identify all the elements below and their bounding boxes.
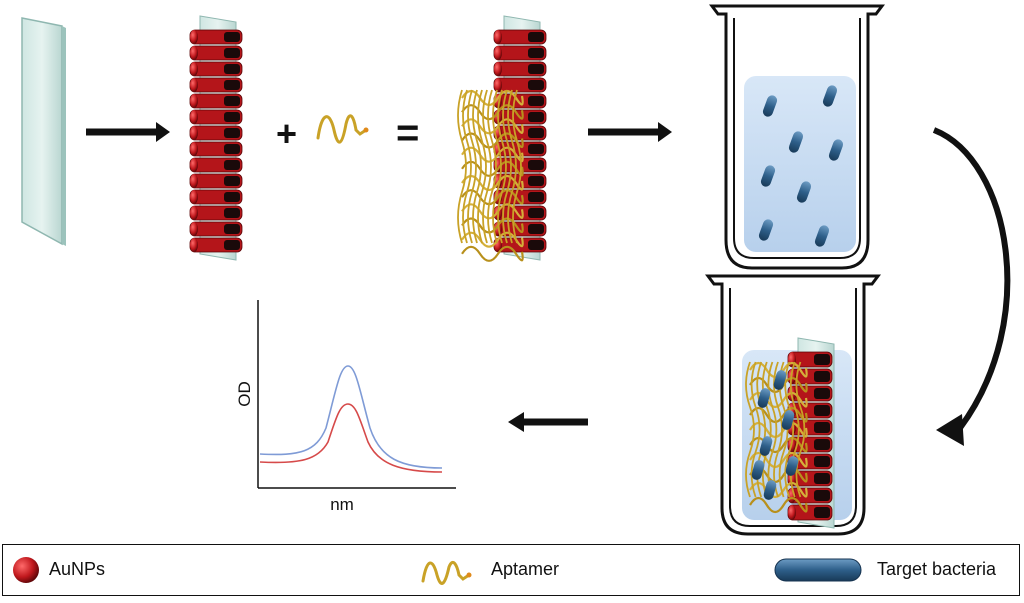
aptamer-strand — [461, 189, 524, 206]
beaker-with-slide — [705, 274, 881, 536]
aptamer-strand — [472, 89, 482, 244]
od-curve-upper — [259, 365, 443, 469]
bacteria-icon — [763, 480, 777, 500]
aunp-rod — [493, 61, 547, 77]
legend: AuNPs Aptamer Target bacteria — [2, 544, 1020, 596]
aunp-rod — [493, 93, 547, 109]
aptamer-strand — [784, 361, 795, 498]
legend-label-aptamer: Aptamer — [491, 559, 560, 579]
aptamer-strand — [507, 89, 517, 244]
aunp-rod — [189, 237, 243, 253]
gold-nanoparticle-icon — [13, 557, 39, 583]
aunp-rod — [189, 29, 243, 45]
bacteria-icon — [759, 436, 773, 456]
bacteria-icon — [785, 456, 799, 476]
arrow-right-icon — [86, 122, 170, 142]
aunp-rod — [189, 125, 243, 141]
bacteria-icon — [781, 410, 795, 430]
aunp-rod — [189, 109, 243, 125]
legend-label-target-bacteria: Target bacteria — [877, 559, 997, 579]
bacteria-icon — [760, 165, 776, 187]
bacteria-icon — [828, 139, 844, 161]
aunp-rod — [493, 77, 547, 93]
aunp-rod — [787, 419, 833, 436]
aptamer-strand — [749, 361, 808, 379]
od-curve-lower — [259, 403, 443, 473]
aptamer-icon — [421, 561, 472, 585]
aptamer-strand — [461, 245, 524, 262]
bacteria-icon — [757, 388, 771, 408]
aptamer-strand — [467, 89, 477, 244]
bacteria-icon — [758, 219, 774, 241]
aunp-rod — [189, 45, 243, 61]
equals-sign: = — [396, 111, 419, 155]
aptamer-strand — [795, 361, 806, 498]
aunp-rod — [189, 205, 243, 221]
x-axis-label: nm — [330, 495, 354, 514]
aunp-rod — [189, 77, 243, 93]
aptamer-strand — [457, 89, 467, 244]
aptamer-strand — [767, 361, 778, 498]
od-spectrum-graph: OD nm — [235, 300, 456, 514]
bacteria-icon — [788, 131, 804, 153]
aptamer-strand — [749, 481, 808, 499]
aunp-rod — [189, 173, 243, 189]
aptamer-strand — [749, 496, 808, 514]
aptamer-icon — [316, 114, 369, 144]
aptamer-strand — [487, 89, 497, 244]
bacteria-icon — [814, 225, 830, 247]
aptamer-strand — [461, 89, 524, 107]
aunp-rod — [189, 221, 243, 237]
aptamer-strand — [745, 361, 755, 498]
aunp-rod — [787, 368, 833, 385]
aptamer-strand — [497, 89, 507, 244]
aunp-coated-slide — [189, 15, 243, 261]
aptamer-strand — [462, 89, 472, 244]
bacteria-icon — [762, 95, 778, 117]
bacteria-icon — [773, 370, 787, 390]
bacteria-icon — [796, 181, 812, 203]
aunp-rod — [189, 93, 243, 109]
aunp-rod — [189, 61, 243, 77]
glass-slide — [21, 17, 66, 246]
bacteria-icon — [822, 85, 838, 107]
legend-label-aunps: AuNPs — [49, 559, 106, 579]
aunp-rod — [493, 29, 547, 45]
aptamer-strand — [492, 89, 502, 244]
aunp-rod — [189, 141, 243, 157]
aptamer-strand — [761, 361, 772, 498]
aptamer-strand — [477, 89, 487, 244]
aunp-rod — [787, 436, 833, 453]
aunp-rod — [189, 157, 243, 173]
aptamer-layer — [457, 89, 524, 262]
arrow-left-icon — [508, 412, 588, 432]
aptamer-functionalized-slide — [493, 15, 547, 261]
aunp-rod — [493, 45, 547, 61]
y-axis-label: OD — [235, 381, 254, 407]
curved-arrow-icon — [932, 127, 1011, 446]
aunp-rod — [787, 504, 833, 521]
bacteria-icon — [774, 558, 862, 582]
aptamer-strand — [749, 436, 808, 454]
aunp-rod — [189, 189, 243, 205]
aptamer-strand — [502, 89, 512, 244]
aptamer-strand — [512, 89, 522, 244]
plus-sign: + — [276, 113, 297, 154]
aptamer-strand — [482, 89, 492, 244]
arrow-right-icon — [588, 122, 672, 142]
aptamer-strand — [750, 361, 761, 498]
bacteria-group — [758, 85, 844, 247]
bacteria-icon — [751, 460, 765, 480]
beaker-with-bacteria — [709, 4, 885, 270]
